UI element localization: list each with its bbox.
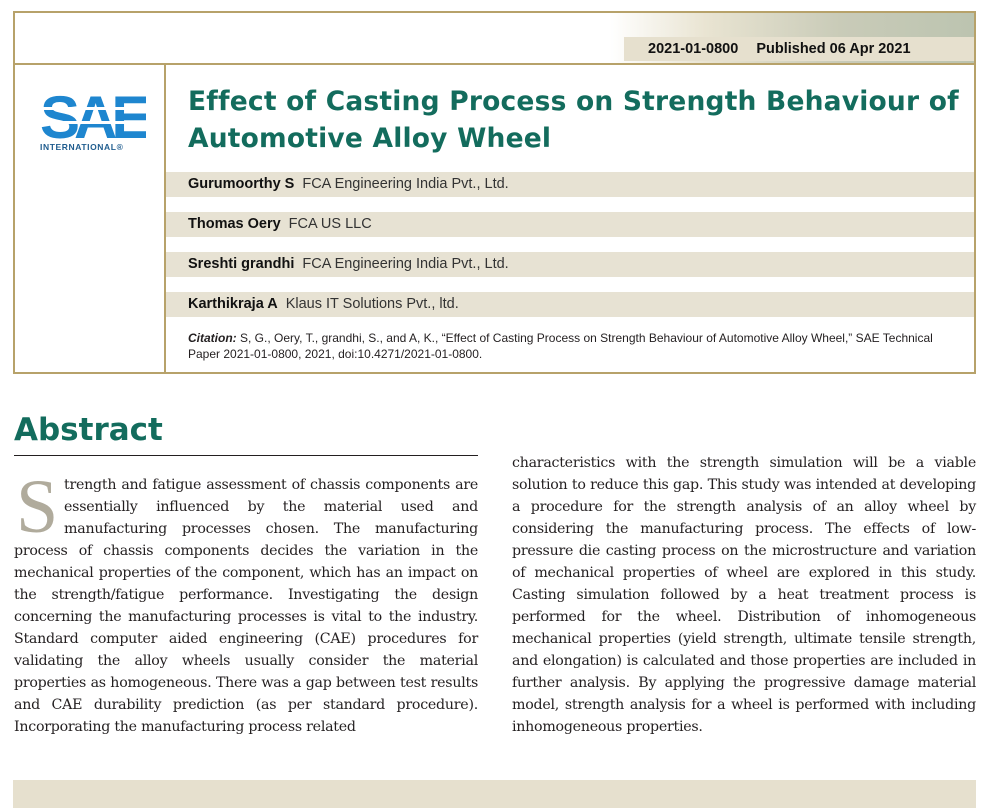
abstract-text-left: trength and fatigue assessment of chassi… bbox=[14, 477, 478, 735]
drop-cap: S bbox=[16, 465, 59, 549]
citation: Citation: S, G., Oery, T., grandhi, S., … bbox=[188, 330, 958, 362]
author-row: Karthikraja A Klaus IT Solutions Pvt., lt… bbox=[166, 292, 974, 317]
author-name: Gurumoorthy S bbox=[188, 176, 295, 192]
citation-text: S, G., Oery, T., grandhi, S., and A, K.,… bbox=[188, 331, 933, 361]
header-frame: 2021-01-0800 Published 06 Apr 2021 bbox=[13, 11, 976, 374]
author-row: Gurumoorthy S FCA Engineering India Pvt.,… bbox=[166, 172, 974, 197]
abstract-text-right: characteristics with the strength simula… bbox=[512, 455, 976, 735]
sae-logo-subtitle: INTERNATIONAL® bbox=[40, 142, 124, 152]
published-date: Published 06 Apr 2021 bbox=[756, 41, 911, 57]
abstract-heading: Abstract bbox=[14, 412, 163, 448]
author-name: Karthikraja A bbox=[188, 296, 278, 312]
author-name: Sreshti grandhi bbox=[188, 256, 295, 272]
author-name: Thomas Oery bbox=[188, 216, 281, 232]
paper-title: Effect of Casting Process on Strength Be… bbox=[188, 86, 959, 154]
author-affiliation: Klaus IT Solutions Pvt., ltd. bbox=[285, 296, 459, 312]
citation-label: Citation: bbox=[188, 331, 237, 345]
doc-number: 2021-01-0800 bbox=[648, 41, 739, 57]
logo-divider bbox=[164, 63, 166, 372]
author-row: Sreshti grandhi FCA Engineering India Pvt… bbox=[166, 252, 974, 277]
author-affiliation: FCA Engineering India Pvt., Ltd. bbox=[302, 256, 509, 272]
sae-logo: SAE INTERNATIONAL® bbox=[40, 84, 155, 152]
author-row: Thomas Oery FCA US LLC bbox=[166, 212, 974, 237]
abstract-column-right: characteristics with the strength simula… bbox=[512, 452, 976, 738]
header-divider bbox=[15, 63, 974, 65]
sae-logo-mark: SAE bbox=[40, 84, 155, 151]
abstract-rule bbox=[14, 455, 478, 456]
footer-band bbox=[13, 780, 976, 808]
publication-bar: 2021-01-0800 Published 06 Apr 2021 bbox=[624, 37, 974, 61]
author-affiliation: FCA US LLC bbox=[288, 216, 372, 232]
author-affiliation: FCA Engineering India Pvt., Ltd. bbox=[302, 176, 509, 192]
sae-logo-text: SAE bbox=[40, 88, 146, 144]
